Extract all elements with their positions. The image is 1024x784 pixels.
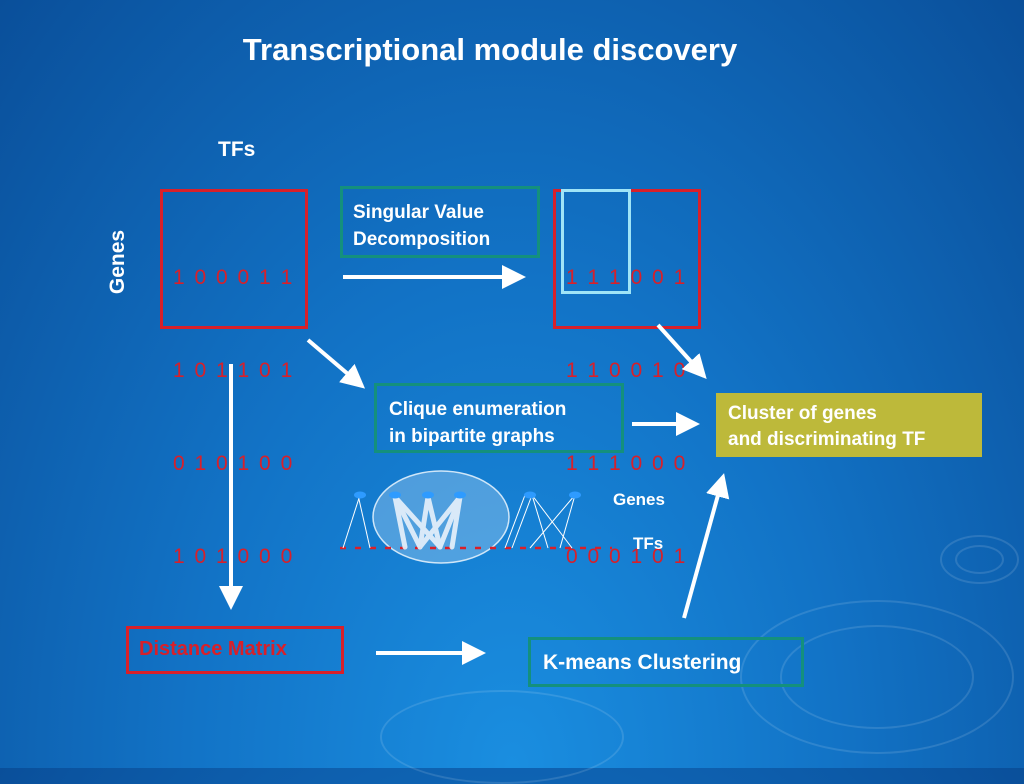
tfs-label: TFs <box>218 138 256 161</box>
arrow-up-icon <box>682 473 730 619</box>
svd-line: Singular Value <box>353 202 484 223</box>
distance-matrix-label: Distance Matrix <box>139 638 287 660</box>
binary-matrix-right: 1 1 1 0 0 1 1 1 0 0 1 0 1 1 1 0 0 0 0 0 … <box>553 189 701 568</box>
graph-genes-label: Genes <box>613 490 665 509</box>
binary-matrix-left: 1 0 0 0 1 1 1 0 1 1 0 1 0 1 0 1 0 0 1 0 … <box>160 189 308 568</box>
svd-line: Decomposition <box>353 229 491 250</box>
highlight-box <box>561 189 631 294</box>
ripple-decoration <box>955 545 1004 574</box>
clique-line: in bipartite graphs <box>389 426 555 447</box>
matrix-row: 1 0 1 1 0 1 <box>173 359 295 382</box>
ripple-decoration <box>940 535 1019 584</box>
clique-line: Clique enumeration <box>389 399 567 420</box>
matrix-row: 1 1 1 0 0 0 <box>566 452 688 475</box>
matrix-row: 1 1 1 0 0 1 <box>566 266 688 289</box>
ripple-decoration <box>780 625 974 729</box>
arrow-down-right-icon <box>656 323 707 379</box>
clique-box: Clique enumeration in bipartite graphs <box>374 383 624 453</box>
cluster-line: and discriminating TF <box>728 429 926 450</box>
bipartite-graph-icon <box>340 470 612 564</box>
kmeans-box: K-means Clustering <box>528 637 804 687</box>
matrix-row: 1 1 0 0 1 0 <box>566 359 688 382</box>
kmeans-label: K-means Clustering <box>543 651 742 674</box>
matrix-row: 0 1 0 1 0 0 <box>173 452 295 475</box>
matrix-row: 1 0 1 0 0 0 <box>173 545 295 568</box>
slide-title: Transcriptional module discovery <box>242 32 738 67</box>
cluster-box: Cluster of genes and discriminating TF <box>716 393 982 457</box>
arrow-down-right-icon <box>306 338 366 389</box>
cluster-line: Cluster of genes <box>728 403 877 424</box>
graph-tfs-label: TFs <box>633 534 664 553</box>
diagram-arrows <box>219 265 730 665</box>
distance-matrix-box: Distance Matrix <box>126 626 344 674</box>
matrix-row: 0 0 0 1 0 1 <box>566 545 688 568</box>
svd-box: Singular Value Decomposition <box>340 186 540 258</box>
ripple-decoration <box>740 600 1014 754</box>
matrix-row: 1 0 0 0 1 1 <box>173 266 295 289</box>
